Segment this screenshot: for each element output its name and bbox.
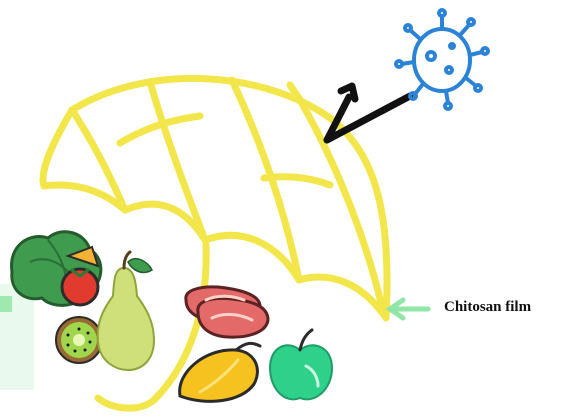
chitosan-film-label: Chitosan film xyxy=(444,299,531,316)
deflect-arrow-icon xyxy=(327,86,410,140)
virus-icon xyxy=(396,10,488,109)
mango-icon xyxy=(180,343,260,401)
apple-icon xyxy=(270,330,332,399)
pear-icon xyxy=(98,252,154,370)
kiwi-icon xyxy=(56,317,102,363)
left-accent-strip xyxy=(0,296,12,312)
tomato-icon xyxy=(62,269,98,305)
label-arrow-icon xyxy=(390,300,428,318)
